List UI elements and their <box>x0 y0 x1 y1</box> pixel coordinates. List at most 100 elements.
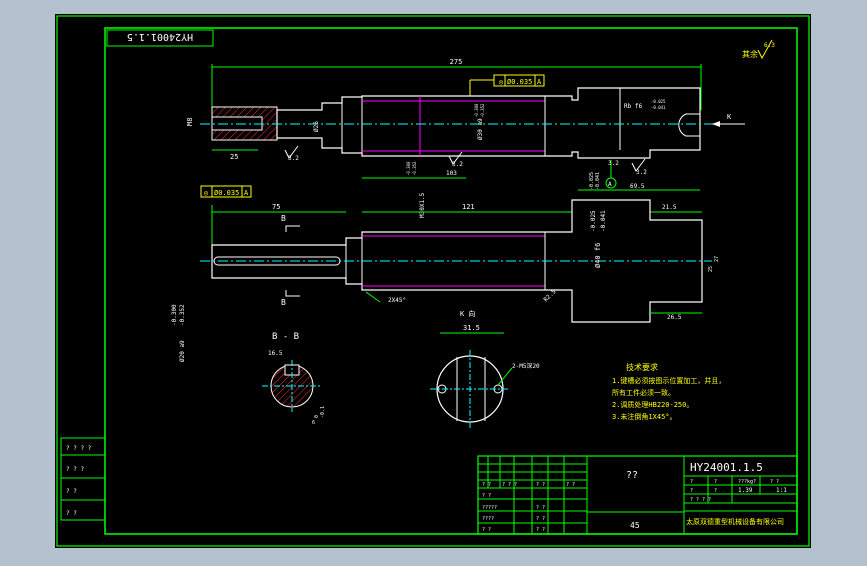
part-number: HY24001.1.5 <box>690 461 763 474</box>
view-k-arrow-label: K <box>727 113 732 121</box>
svg-text:? ? ? ?: ? ? ? ? <box>66 445 92 452</box>
datum-a-label: A <box>608 181 612 188</box>
roughness-note-value: 6.3 <box>764 42 775 49</box>
svg-text:? ? ?: ? ? ? <box>66 466 84 473</box>
section-bb-width: 16.5 <box>268 350 283 357</box>
svg-text:3.2: 3.2 <box>288 155 299 162</box>
side-table: ? ? ? ? ? ? ? ? ? ? ? <box>60 437 106 521</box>
svg-text:◎: ◎ <box>499 78 504 86</box>
svg-text:?: ? <box>690 479 693 485</box>
svg-text:27: 27 <box>714 256 720 262</box>
company-name: 太原双德重型机械设备有限公司 <box>686 517 784 526</box>
svg-text:?: ? <box>714 479 717 485</box>
top-view: 275 ◎ Ø0.035 A M8 K <box>186 58 745 218</box>
svg-text:◎: ◎ <box>204 189 209 197</box>
inner-border <box>104 27 798 535</box>
scale-value: 1:1 <box>776 487 787 494</box>
svg-text:-0.352: -0.352 <box>480 103 485 118</box>
tech-requirements: 技术要求 1.键槽必须按图示位置加工，并且， 所有工件必须一致。 2.调质处理H… <box>612 362 725 421</box>
mirror-number-box <box>106 29 214 47</box>
svg-text:? ?: ? ? <box>482 527 491 533</box>
svg-text:?????: ????? <box>482 505 497 511</box>
svg-text:3.2: 3.2 <box>608 160 619 167</box>
svg-text:-0.025: -0.025 <box>651 99 666 104</box>
dim-overall-length: 275 <box>450 58 463 66</box>
tech-title: 技术要求 <box>626 362 658 372</box>
svg-text:1.键槽必须按图示位置加工，并且，: 1.键槽必须按图示位置加工，并且， <box>612 376 725 385</box>
svg-text:2.调质处理HB220-250。: 2.调质处理HB220-250。 <box>612 400 693 409</box>
outer-border <box>56 15 810 547</box>
view-k-title: K 向 <box>460 309 475 318</box>
dia-40: Ø40 f6 <box>594 243 602 268</box>
svg-text:A: A <box>537 78 542 86</box>
part-name: ?? <box>626 470 638 481</box>
material: 45 <box>630 521 640 530</box>
svg-text:? ?: ? ? <box>536 527 545 533</box>
svg-text:? ?: ? ? <box>566 482 575 488</box>
section-b-top: B <box>281 214 286 223</box>
keyway <box>213 256 341 266</box>
svg-text:25: 25 <box>708 266 714 272</box>
dim-69-5: 69.5 <box>630 183 645 190</box>
svg-text:-0.025: -0.025 <box>589 172 595 190</box>
spline-label: M30X1.5 <box>419 192 426 218</box>
svg-text:-0.352: -0.352 <box>412 161 417 176</box>
section-b-bottom: B <box>281 298 286 307</box>
section-bb-title: B - B <box>272 332 299 342</box>
middle-view: ◎ Ø0.035 A 75 121 21.5 B B Ø40 f6 -0.025… <box>171 185 720 362</box>
svg-text:-0.300: -0.300 <box>406 161 411 176</box>
svg-text:-0.025: -0.025 <box>590 210 597 232</box>
svg-text:? ?: ? ? <box>770 479 779 485</box>
holes-label: 2-M5深20 <box>512 362 540 370</box>
svg-text:? ? ? ?: ? ? ? ? <box>690 497 711 503</box>
svg-text:???kg?: ???kg? <box>738 479 756 485</box>
tol-frame-mid <box>200 185 252 198</box>
svg-text:-0.041: -0.041 <box>595 172 601 190</box>
svg-text:3.未注倒角1X45°。: 3.未注倒角1X45°。 <box>612 412 677 421</box>
sheet-background <box>55 14 811 548</box>
dia-30: Ø30 a9 <box>477 118 484 140</box>
dim-26-5: 26.5 <box>667 314 682 321</box>
svg-text:? ?: ? ? <box>66 488 77 495</box>
dim-75: 75 <box>272 203 280 211</box>
svg-text:-0.300: -0.300 <box>474 103 479 118</box>
svg-text:Ø0.035: Ø0.035 <box>214 189 239 197</box>
weight-value: 1.39 <box>738 487 753 494</box>
svg-text:Ø0.035: Ø0.035 <box>507 78 532 86</box>
svg-text:? ?: ? ? <box>66 510 77 517</box>
svg-text:6: 6 <box>312 420 315 426</box>
svg-text:所有工件必须一致。: 所有工件必须一致。 <box>612 388 675 397</box>
view-k-dim: 31.5 <box>463 324 480 332</box>
view-k: K 向 31.5 2-M5深20 <box>430 309 540 428</box>
roughness-symbol <box>757 39 773 60</box>
dia-left: Ø20 a9 <box>179 340 186 362</box>
roughness-note-label: 其余 <box>742 49 758 59</box>
svg-text:A: A <box>244 189 249 197</box>
dim-21-5: 21.5 <box>662 204 677 211</box>
svg-text:? ? ?: ? ? ? <box>502 482 517 488</box>
dim-103: 103 <box>446 170 457 177</box>
chamfer-label: 2X45° <box>388 297 406 304</box>
rb-label: Rb f6 <box>624 103 642 110</box>
dim-25-top: 25 <box>230 153 238 161</box>
svg-text:-0.041: -0.041 <box>651 105 666 110</box>
title-block: ?? HY24001.1.5 45 太原双德重型机械设备有限公司 ???kg? … <box>477 455 798 535</box>
svg-text:? ?: ? ? <box>536 505 545 511</box>
mirrored-drawing-number: HY24001.1.5 <box>127 31 193 42</box>
dim-121: 121 <box>462 203 475 211</box>
svg-text:-0.1: -0.1 <box>320 406 326 418</box>
svg-text:? ?: ? ? <box>482 493 491 499</box>
section-bb: B - B 16.5 0 -0.1 6 <box>262 332 326 426</box>
svg-text:? ?: ? ? <box>482 482 491 488</box>
svg-text:3.2: 3.2 <box>636 169 647 176</box>
svg-text:-0.041: -0.041 <box>600 210 607 232</box>
svg-text:????: ???? <box>482 516 494 522</box>
svg-text:?: ? <box>714 488 717 494</box>
svg-text:3.2: 3.2 <box>452 161 463 168</box>
svg-text:0: 0 <box>314 415 320 418</box>
dia-26: Ø26 <box>313 121 320 132</box>
svg-text:? ?: ? ? <box>536 482 545 488</box>
svg-text:? ?: ? ? <box>536 516 545 522</box>
